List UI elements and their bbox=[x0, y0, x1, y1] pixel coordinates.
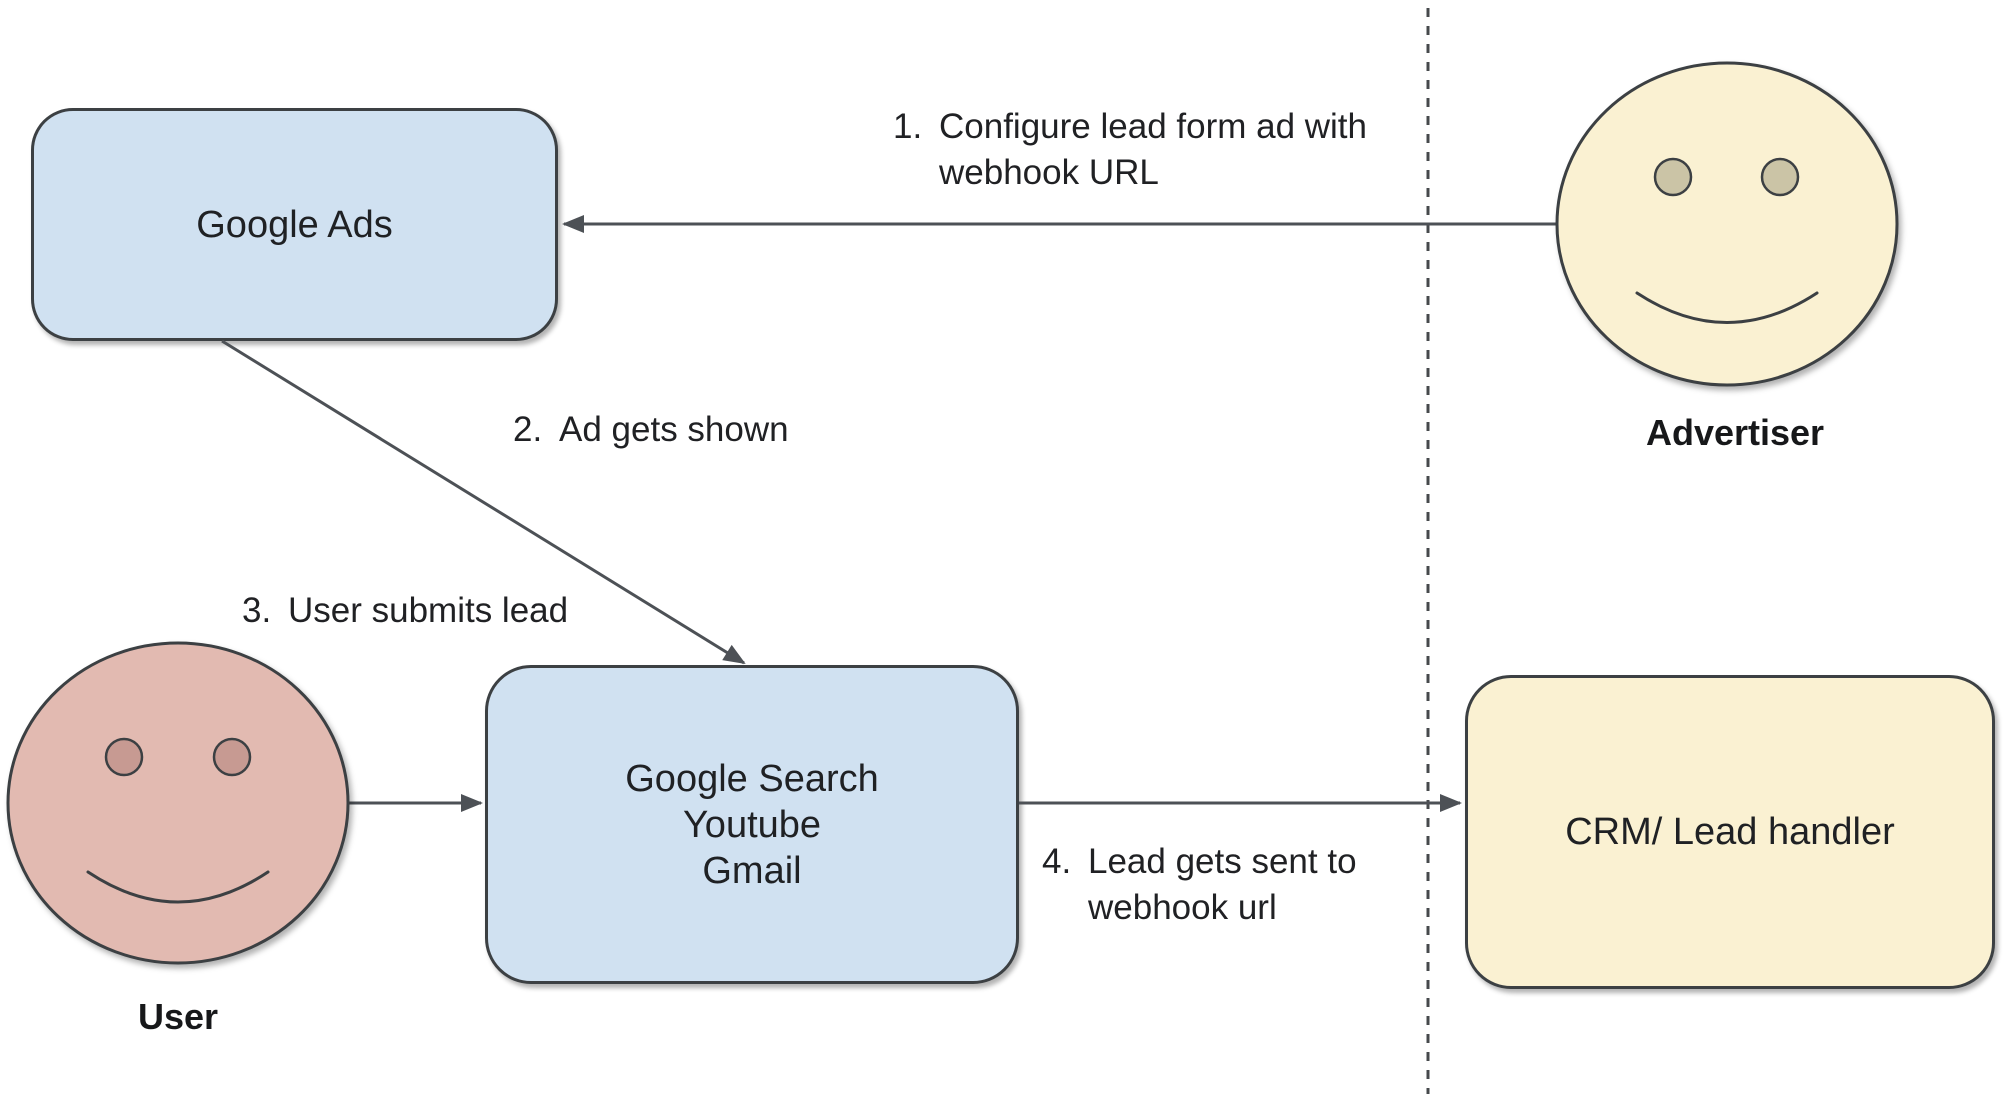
step-4-line-1: Lead gets sent to bbox=[1088, 842, 1357, 881]
google-surfaces-line-gmail: Gmail bbox=[702, 849, 802, 892]
step-4-number: 4. bbox=[1042, 842, 1072, 881]
user-label: User bbox=[137, 996, 219, 1037]
step-1-line-2: webhook URL bbox=[939, 153, 1159, 192]
step-4-lead-sent-webhook-label: 4. Lead gets sent to webhook url bbox=[1042, 839, 1357, 931]
google-ads-box-label: Google Ads bbox=[196, 203, 393, 246]
step-1-number: 1. bbox=[893, 107, 923, 146]
google-surfaces-line-youtube: Youtube bbox=[682, 803, 822, 846]
advertiser-smiley-face-icon bbox=[1555, 61, 1899, 387]
step-2-ad-gets-shown-label: 2. Ad gets shown bbox=[513, 407, 789, 453]
step-3-user-submits-lead-label: 3. User submits lead bbox=[242, 588, 568, 634]
step-1-line-1: Configure lead form ad with bbox=[939, 107, 1367, 146]
crm-lead-handler-box: CRM/ Lead handler bbox=[1465, 675, 1995, 989]
step-2-number: 2. bbox=[513, 410, 543, 449]
step-4-line-2: webhook url bbox=[1088, 888, 1277, 927]
google-surfaces-box: Google Search Youtube Gmail bbox=[485, 665, 1019, 984]
step-3-number: 3. bbox=[242, 591, 272, 630]
user-smiley-face-icon bbox=[6, 641, 350, 965]
google-surfaces-line-search: Google Search bbox=[625, 757, 879, 800]
advertiser-right-eye bbox=[1760, 157, 1800, 197]
user-right-eye bbox=[212, 737, 252, 777]
user-smile bbox=[86, 870, 270, 904]
step-1-configure-lead-form-label: 1. Configure lead form ad with webhook U… bbox=[893, 104, 1367, 196]
advertiser-left-eye bbox=[1653, 157, 1693, 197]
user-left-eye bbox=[104, 737, 144, 777]
advertiser-smile bbox=[1635, 291, 1819, 324]
user-face bbox=[6, 641, 350, 965]
step-2-line-1: Ad gets shown bbox=[559, 410, 789, 449]
advertiser-face bbox=[1555, 61, 1899, 387]
advertiser-label: Advertiser bbox=[1645, 412, 1825, 453]
step-3-line-1: User submits lead bbox=[288, 591, 569, 630]
google-ads-box: Google Ads bbox=[31, 108, 558, 341]
crm-lead-handler-box-label: CRM/ Lead handler bbox=[1565, 811, 1895, 853]
